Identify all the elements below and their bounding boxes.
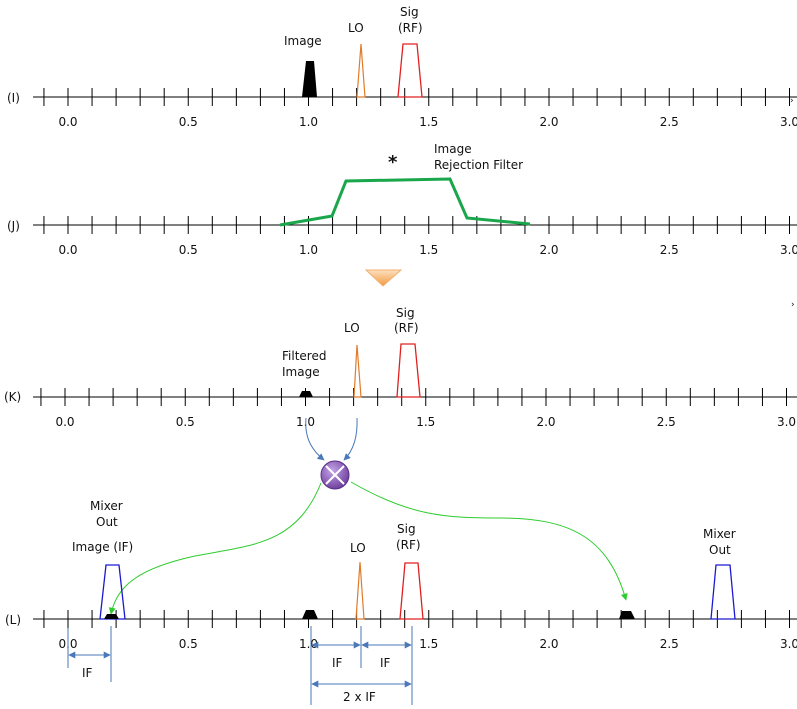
if-dimension-left: IF [67, 626, 112, 682]
sig-label: Sig [400, 5, 419, 19]
axis-tick-label: 2.0 [539, 637, 558, 651]
lo-signal [353, 344, 362, 398]
axis-tick-label: 1.0 [299, 637, 318, 651]
if-label: IF [82, 666, 93, 680]
axis-tick-label: 2.0 [539, 243, 558, 257]
axis-tick-label: 1.0 [299, 243, 318, 257]
lo-label: LO [348, 21, 364, 35]
lo-signal [356, 43, 366, 98]
axis-tick-label: 2.5 [660, 115, 679, 129]
panel-label: (L) [5, 613, 21, 627]
rf-label: (RF) [398, 21, 423, 35]
rf-label: (RF) [396, 538, 421, 552]
axis-tick-label: 2.5 [657, 415, 676, 429]
axis-tick-label: 1.5 [419, 243, 438, 257]
lo-label: LO [344, 321, 360, 335]
rf-signal [397, 43, 423, 98]
if-label: IF [380, 656, 391, 670]
lo-label: LO [350, 541, 366, 555]
filter-label-line2: Rejection Filter [434, 158, 523, 172]
edge-glyph: › [790, 96, 794, 106]
axis-tick-label: 2.5 [660, 637, 679, 651]
lo-signal [355, 561, 365, 620]
axis-tick-label: 3.0 [780, 637, 797, 651]
two-if-label: 2 x IF [343, 690, 376, 704]
image-rejection-filter-curve [279, 177, 531, 227]
axis-tick-label: 0.5 [179, 243, 198, 257]
edge-glyph: › [791, 300, 795, 310]
frequency-axis: 0.0 0.5 1.0 1.5 2.0 2.5 3.0 [33, 88, 797, 129]
panel-i: (I) 0.0 0.5 1.0 1.5 2.0 2.5 3.0 Image LO Sig (… [7, 5, 797, 129]
axis-tick-label: 0.5 [179, 115, 198, 129]
image-label: Image [284, 34, 322, 48]
mixer-out-sum-signal [710, 564, 736, 620]
axis-tick-label: 0.5 [176, 415, 195, 429]
mixer-output-arrow-if [108, 482, 322, 615]
rf-signal [396, 343, 421, 398]
axis-tick-label: 2.0 [536, 415, 555, 429]
mixer-out-label-line1: Mixer [90, 499, 123, 513]
star-marker: * [388, 152, 398, 173]
mixer-output-arrow-sum [350, 481, 628, 601]
axis-tick-label: 3.0 [777, 415, 796, 429]
rf-label: (RF) [394, 321, 419, 335]
axis-tick-label: 0.0 [55, 415, 74, 429]
axis-tick-label: 0.0 [58, 243, 77, 257]
mixer-out-label-line2: Out [96, 515, 118, 529]
axis-tick-label: 0.5 [179, 637, 198, 651]
two-if-dimension: 2 x IF [311, 680, 412, 704]
down-arrow [364, 269, 403, 287]
filtered-image-signal [299, 391, 313, 397]
filter-label-line1: Image [434, 142, 472, 156]
image-if-signal [104, 614, 119, 619]
mixer-out-label-line1: Mixer [703, 527, 736, 541]
axis-tick-label: 0.0 [58, 115, 77, 129]
image-signal [302, 61, 317, 97]
sig-label: Sig [397, 522, 416, 536]
mixer-input-arrow-lo [343, 417, 358, 461]
if-dimension-middle: IF IF [310, 626, 413, 705]
frequency-axis: 0.0 0.5 1.0 1.5 2.0 2.5 3.0 [33, 216, 797, 257]
axis-tick-label: 3.0 [780, 243, 797, 257]
mixer-input-arrow-image [305, 417, 325, 461]
axis-tick-label: 1.5 [419, 637, 438, 651]
filtered-label-line2: Image [282, 365, 320, 379]
axis-tick-label: 1.0 [299, 115, 318, 129]
mixer-out-label-line2: Out [709, 543, 731, 557]
axis-tick-label: 2.0 [539, 115, 558, 129]
panel-label: (I) [7, 91, 20, 105]
panel-label: (K) [4, 390, 21, 404]
axis-tick-label: 1.5 [416, 415, 435, 429]
mixer-symbol [320, 460, 350, 490]
rf-signal [399, 562, 424, 620]
image-signal [302, 610, 318, 619]
axis-tick-label: 1.5 [419, 115, 438, 129]
axis-tick-label: 3.0 [780, 115, 797, 129]
axis-tick-label: 2.5 [660, 243, 679, 257]
panel-label: (J) [7, 219, 20, 233]
image-if-label: Image (IF) [72, 540, 133, 554]
sig-label: Sig [396, 306, 415, 320]
filtered-label-line1: Filtered [282, 349, 326, 363]
panel-j: (J) 0.0 0.5 1.0 1.5 2.0 2.5 3.0 * Image Reject… [7, 142, 797, 257]
sum-product-signal [619, 611, 635, 619]
if-label: IF [332, 656, 343, 670]
